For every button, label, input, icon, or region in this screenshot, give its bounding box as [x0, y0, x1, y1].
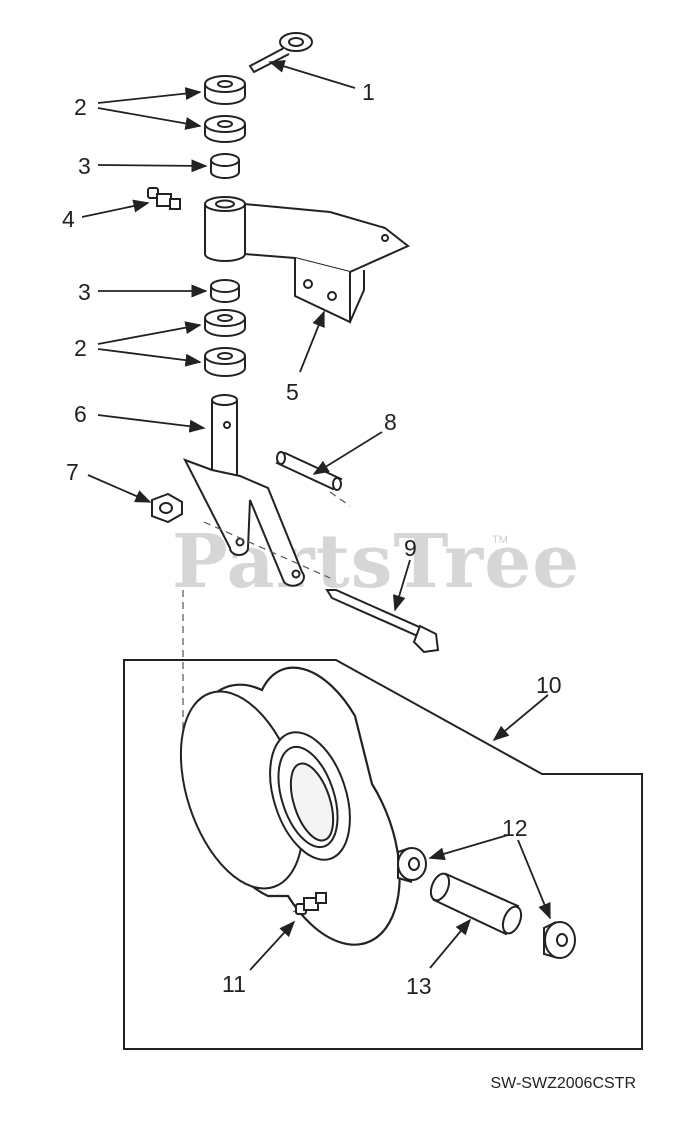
callout-5[interactable]: 5 [286, 379, 299, 405]
tire[interactable] [158, 666, 401, 946]
callout-10[interactable]: 10 [536, 672, 562, 698]
part-12-bushing-b[interactable] [543, 921, 576, 959]
part-12-bushing-a[interactable] [397, 847, 427, 883]
callout-6[interactable]: 6 [74, 401, 87, 427]
part-7-nut[interactable] [151, 492, 183, 524]
watermark-trademark: TM [492, 534, 508, 546]
callout-1[interactable]: 1 [362, 79, 375, 105]
part-8-spacer[interactable] [275, 451, 343, 491]
callout-12[interactable]: 12 [502, 815, 528, 841]
callout-2-upper[interactable]: 2 [74, 94, 87, 120]
leader-arrows [81, 60, 551, 971]
callout-3-lower[interactable]: 3 [78, 279, 91, 305]
diagram-code: SW-SWZ2006CSTR [490, 1075, 636, 1092]
part-4-grease-fitting[interactable] [147, 187, 181, 210]
callout-8[interactable]: 8 [384, 409, 397, 435]
callout-13[interactable]: 13 [406, 973, 432, 999]
part-3-bushing-upper[interactable] [210, 153, 240, 179]
part-2-washer-lower-a[interactable] [204, 309, 246, 337]
part-3-bushing-lower[interactable] [210, 279, 240, 303]
callout-7[interactable]: 7 [66, 459, 79, 485]
callout-numbers: 1 2 3 4 3 2 5 6 8 7 9 10 12 11 13 [62, 79, 562, 999]
callout-2-lower[interactable]: 2 [74, 335, 87, 361]
part-6-caster-fork[interactable] [182, 394, 305, 587]
callout-11[interactable]: 11 [222, 971, 246, 997]
callout-3-upper[interactable]: 3 [78, 153, 91, 179]
callout-4[interactable]: 4 [62, 206, 75, 232]
part-10-wheel-assembly-frame [123, 659, 643, 1050]
part-5-caster-arm[interactable] [204, 196, 410, 324]
part-2-washer-lower-b[interactable] [204, 347, 246, 377]
part-2-washer-upper-b[interactable] [204, 115, 246, 143]
callout-9[interactable]: 9 [404, 535, 417, 561]
part-11-grease-fitting[interactable] [295, 892, 327, 915]
part-9-bolt[interactable] [325, 589, 440, 654]
part-13-spacer-tube[interactable] [427, 871, 524, 936]
part-1-pin[interactable] [248, 32, 313, 74]
part-2-washer-upper-a[interactable] [204, 75, 246, 105]
